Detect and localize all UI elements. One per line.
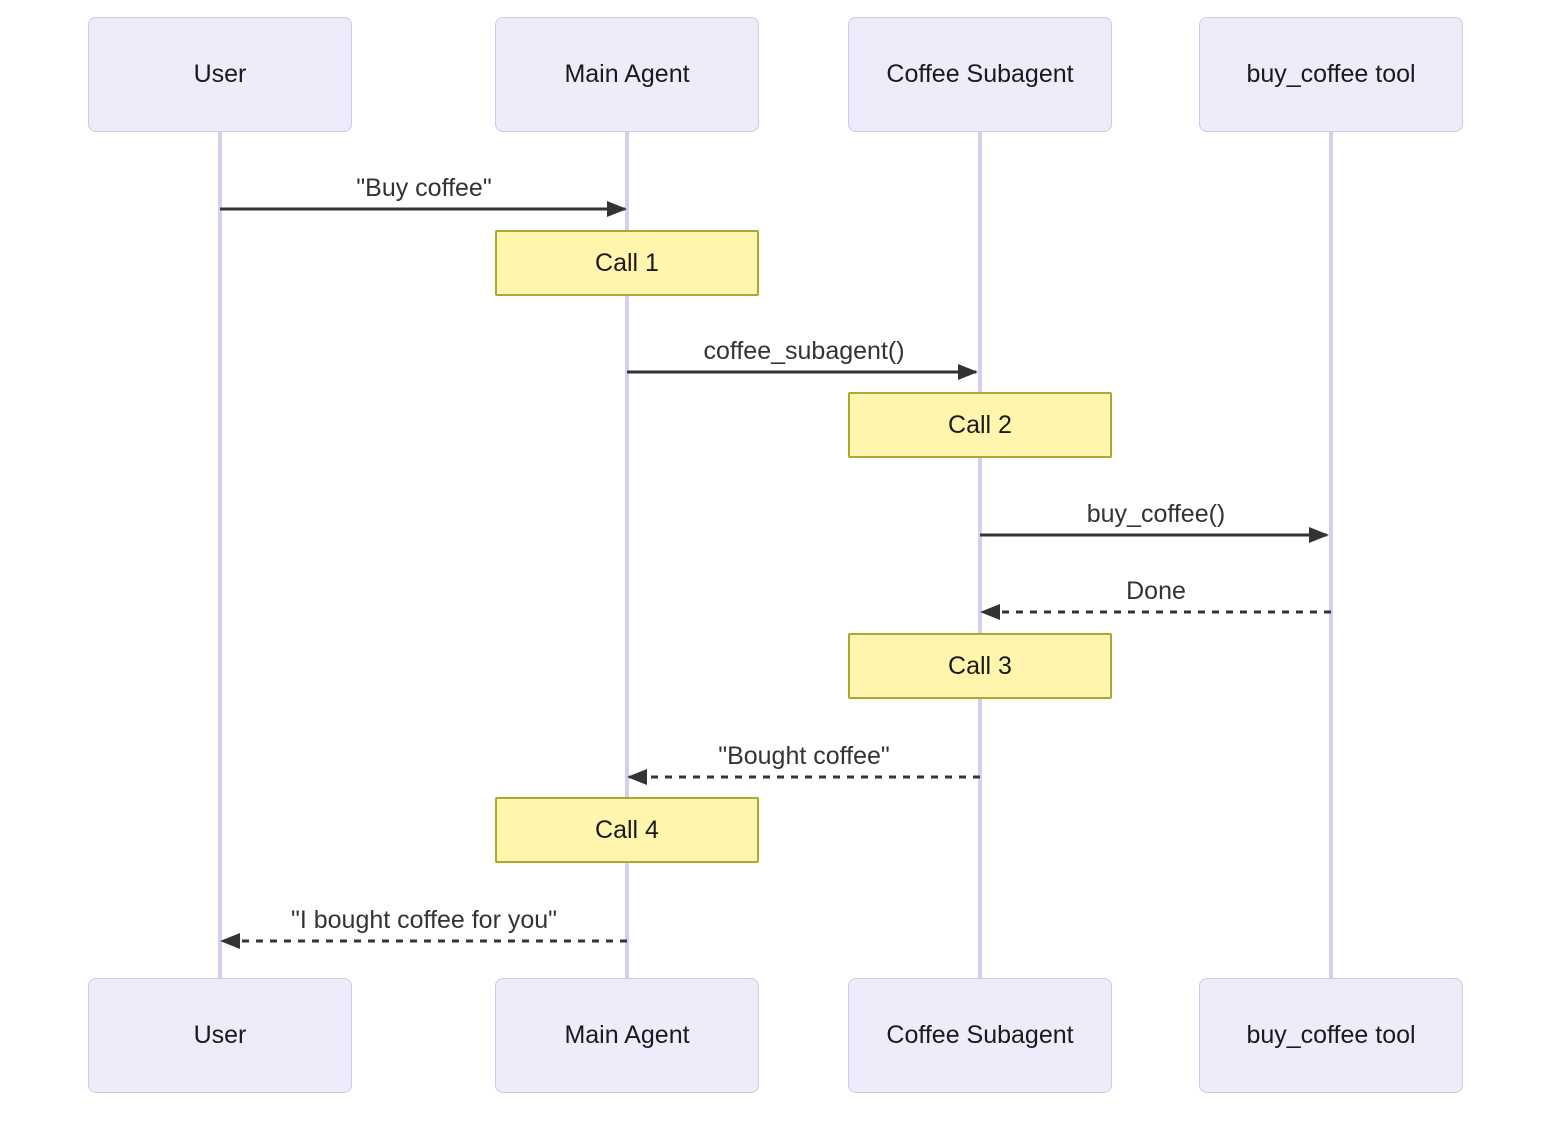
note-call-3: Call 3 <box>848 633 1112 699</box>
message-label-buy-coffee: "Buy coffee" <box>356 174 492 202</box>
message-label-bought-coffee: "Bought coffee" <box>718 742 890 770</box>
message-label-buy-coffee-call: buy_coffee() <box>1086 500 1226 528</box>
message-label-coffee-subagent-call: coffee_subagent() <box>703 337 905 365</box>
lifeline-buy-coffee-tool <box>1329 132 1333 978</box>
note-call-2: Call 2 <box>848 392 1112 458</box>
message-label-i-bought-coffee: "I bought coffee for you" <box>290 906 558 934</box>
message-label-done: Done <box>1126 577 1186 605</box>
participant-top-user: User <box>88 17 352 132</box>
participant-bottom-coffee-subagent: Coffee Subagent <box>848 978 1112 1093</box>
lifeline-main-agent <box>625 132 629 978</box>
participant-bottom-buy-coffee-tool: buy_coffee tool <box>1199 978 1463 1093</box>
participant-top-coffee-subagent: Coffee Subagent <box>848 17 1112 132</box>
note-call-1: Call 1 <box>495 230 759 296</box>
lifeline-user <box>218 132 222 978</box>
participant-bottom-user: User <box>88 978 352 1093</box>
participant-top-main-agent: Main Agent <box>495 17 759 132</box>
participant-top-buy-coffee-tool: buy_coffee tool <box>1199 17 1463 132</box>
participant-bottom-main-agent: Main Agent <box>495 978 759 1093</box>
lifeline-coffee-subagent <box>978 132 982 978</box>
note-call-4: Call 4 <box>495 797 759 863</box>
